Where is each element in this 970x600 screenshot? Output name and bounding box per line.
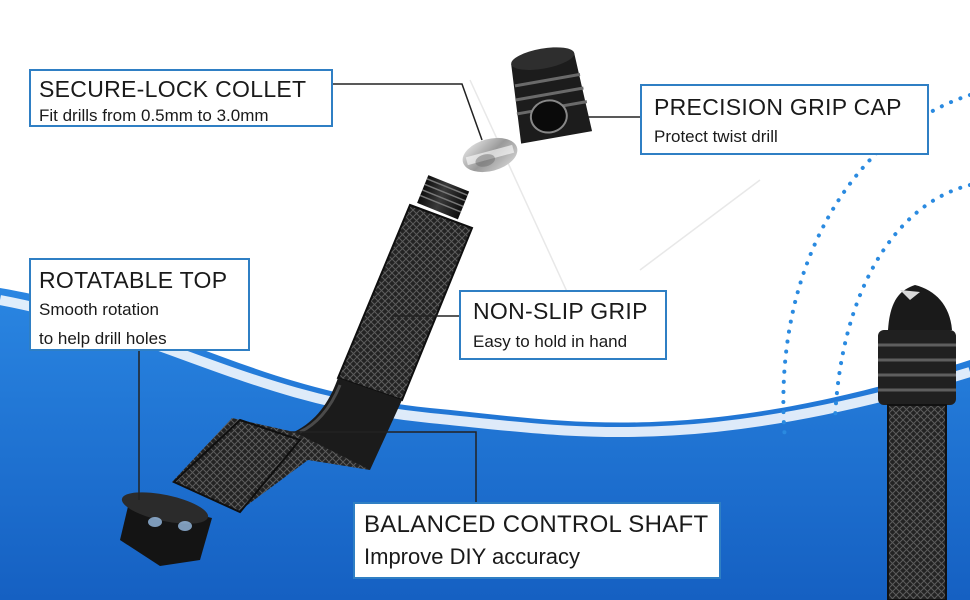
pin-vise-tool — [172, 175, 474, 514]
collet-title: SECURE-LOCK COLLET — [39, 76, 307, 102]
precision-grip-cap-callout: PRECISION GRIP CAP Protect twist drill — [640, 84, 929, 155]
top-line-2: to help drill holes — [39, 329, 167, 348]
grip-subtitle: Easy to hold in hand — [473, 332, 628, 351]
rotatable-top-callout: ROTATABLE TOP Smooth rotation to help dr… — [29, 258, 250, 351]
top-title: ROTATABLE TOP — [39, 267, 228, 293]
side-tool-view — [878, 285, 956, 600]
silver-collet-part — [462, 137, 518, 173]
balanced-control-shaft-callout: BALANCED CONTROL SHAFT Improve DIY accur… — [353, 502, 721, 579]
guide-line — [469, 79, 581, 321]
grip-cap-part — [511, 47, 593, 144]
secure-lock-collet-callout: SECURE-LOCK COLLET Fit drills from 0.5mm… — [29, 69, 333, 127]
cap-title: PRECISION GRIP CAP — [654, 94, 902, 120]
shaft-subtitle: Improve DIY accuracy — [364, 544, 581, 569]
collet-subtitle: Fit drills from 0.5mm to 3.0mm — [39, 106, 269, 125]
non-slip-grip-callout: NON-SLIP GRIP Easy to hold in hand — [459, 290, 667, 360]
blue-wave-background — [0, 288, 970, 600]
top-line-1: Smooth rotation — [39, 300, 160, 319]
guide-line — [639, 179, 761, 271]
grip-title: NON-SLIP GRIP — [473, 298, 648, 324]
rotatable-top-part — [120, 492, 212, 566]
shaft-leader-line — [286, 431, 477, 502]
collet-leader-line — [333, 83, 483, 141]
shaft-title: BALANCED CONTROL SHAFT — [364, 511, 709, 538]
dotted-arc-inner — [833, 183, 970, 422]
cap-subtitle: Protect twist drill — [654, 127, 778, 146]
